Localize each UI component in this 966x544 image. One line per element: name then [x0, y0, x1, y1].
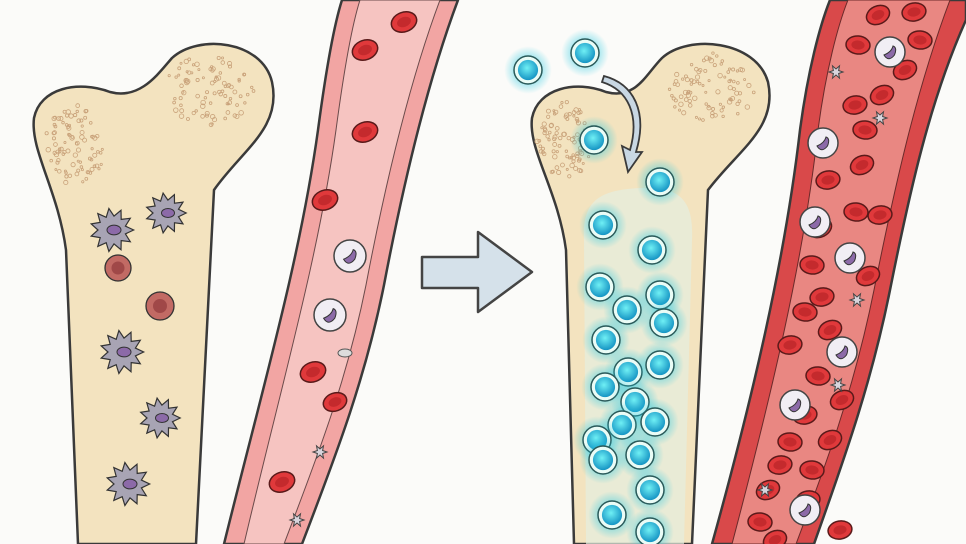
white-blood-cell-icon: [827, 337, 857, 367]
white-blood-cell-icon: [790, 495, 820, 525]
stem-cell-icon: [561, 29, 609, 77]
white-blood-cell-icon: [875, 37, 905, 67]
white-blood-cell-icon: [780, 390, 810, 420]
stem-cell-icon: [636, 158, 684, 206]
white-blood-cell-icon: [835, 243, 865, 273]
stem-cell-icon: [579, 201, 627, 249]
white-blood-cell-icon: [800, 207, 830, 237]
stem-cell-icon: [570, 116, 618, 164]
immature-cell-icon: [105, 255, 131, 281]
white-blood-cell-icon: [334, 240, 366, 272]
white-blood-cell-icon: [314, 299, 346, 331]
stem-cell-icon: [628, 226, 676, 274]
immature-cell-icon: [146, 292, 174, 320]
white-blood-cell-icon: [808, 128, 838, 158]
stem-cell-icon: [579, 436, 627, 484]
platelet-icon: [338, 349, 352, 357]
stem-cell-icon: [504, 46, 552, 94]
stem-cell-icon: [640, 299, 688, 347]
